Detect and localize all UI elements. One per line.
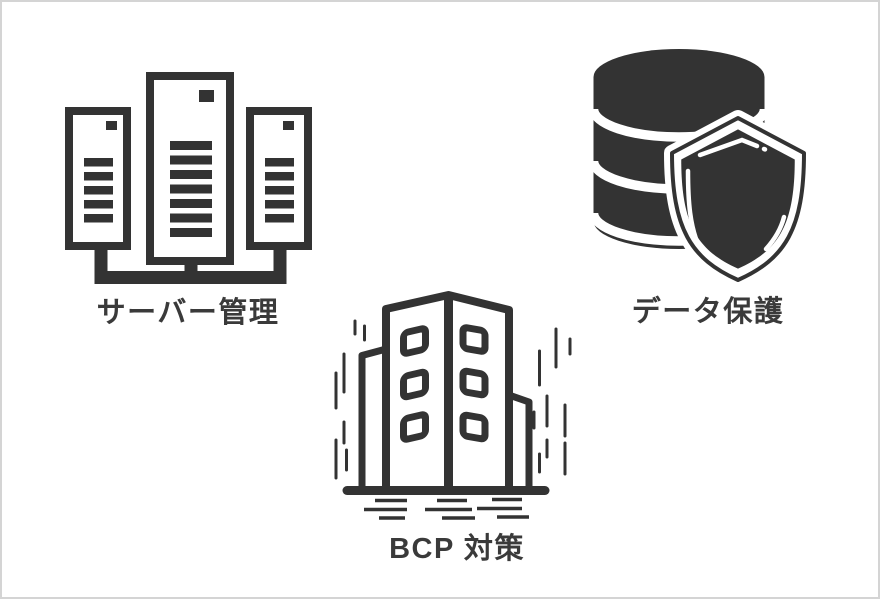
shake-lines (334, 319, 572, 480)
database-shield-icon (588, 49, 812, 288)
server-leds (106, 90, 294, 130)
building-left-annex (358, 345, 387, 487)
feature-label-server-management: サーバー管理 (96, 297, 280, 329)
server-slots (84, 141, 294, 237)
building-outline (382, 291, 513, 487)
server-base-connector (94, 249, 287, 284)
shield (664, 110, 812, 288)
tremor-dashes (364, 497, 529, 520)
feature-label-bcp-measures: BCP 対策 (389, 533, 525, 565)
feature-label-data-protection: データ保護 (631, 296, 785, 328)
building-earthquake-icon (334, 291, 572, 520)
building-windows (400, 324, 489, 443)
building-right-annex (507, 391, 533, 487)
shield-highlights (685, 137, 787, 252)
server-rack-icon (65, 72, 312, 284)
